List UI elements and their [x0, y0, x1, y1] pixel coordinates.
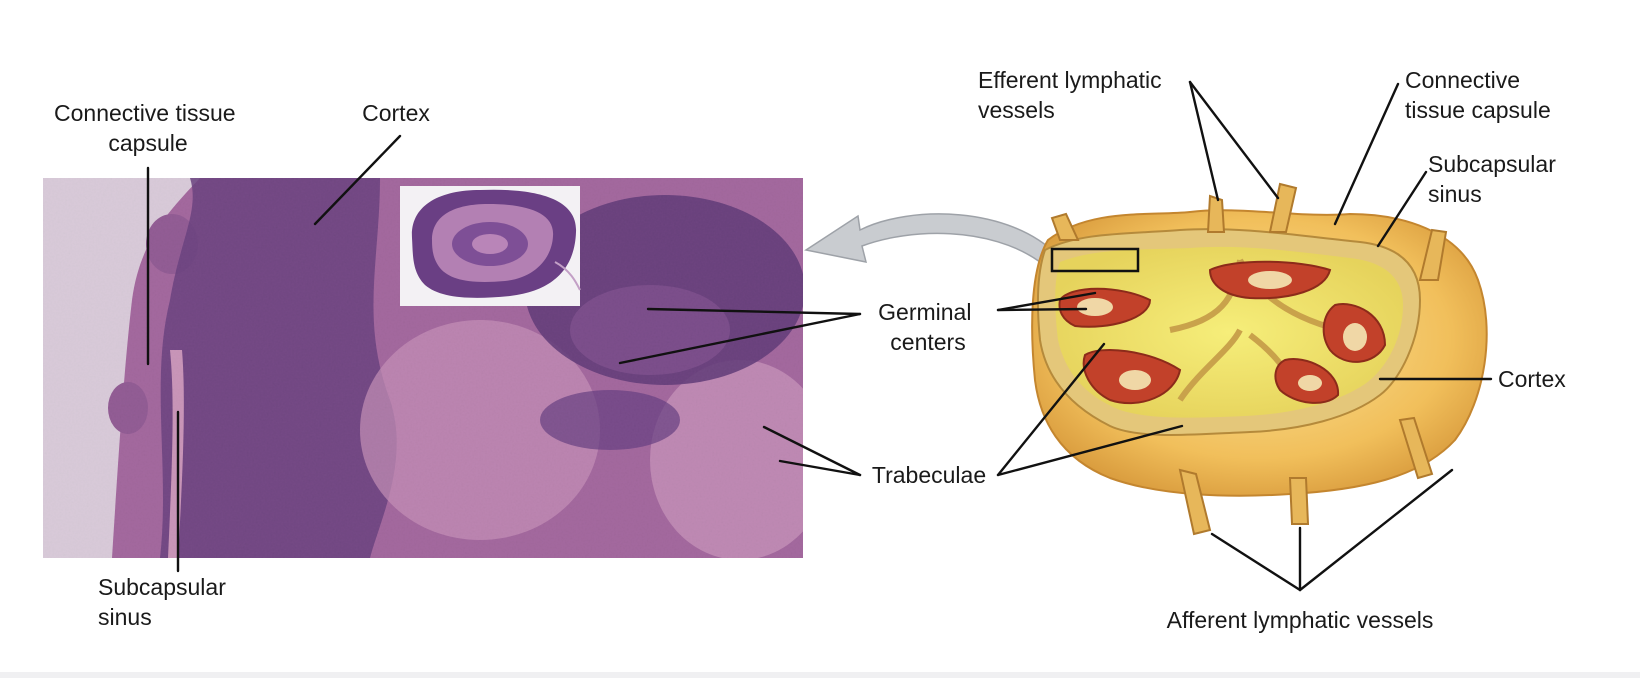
right-leader-lines	[996, 80, 1493, 592]
zoom-region-box	[1050, 247, 1140, 273]
label-efferent-lymphatic-vessels: Efferent lymphatic vessels	[978, 67, 1168, 123]
label-connective-tissue-capsule-left: Connective tissue capsule	[54, 100, 242, 156]
lymphatic-vessel-shapes	[1050, 182, 1448, 536]
label-germinal-centers: Germinal centers	[878, 299, 978, 355]
label-subcapsular-sinus-left: Subcapsular sinus	[98, 574, 232, 630]
inset-lymph-node-micrograph	[400, 186, 581, 306]
center-labels: Germinal centers Trabeculae	[872, 299, 986, 488]
germinal-center-shapes	[1058, 260, 1387, 405]
label-cortex-right: Cortex	[1498, 366, 1566, 392]
bottom-bar	[0, 672, 1640, 678]
left-labels: Connective tissue capsule Cortex Subcaps…	[54, 100, 430, 630]
label-trabeculae: Trabeculae	[872, 462, 986, 488]
lymph-node-illustration	[1031, 182, 1488, 536]
label-cortex-left: Cortex	[362, 100, 430, 126]
right-labels: Efferent lymphatic vessels Connective ti…	[978, 67, 1566, 633]
left-leader-lines	[146, 134, 862, 573]
label-afferent-lymphatic-vessels: Afferent lymphatic vessels	[1167, 607, 1434, 633]
label-connective-tissue-capsule-right: Connective tissue capsule	[1405, 67, 1551, 123]
zoom-arrow	[804, 213, 1060, 263]
label-subcapsular-sinus-right: Subcapsular sinus	[1428, 151, 1562, 207]
